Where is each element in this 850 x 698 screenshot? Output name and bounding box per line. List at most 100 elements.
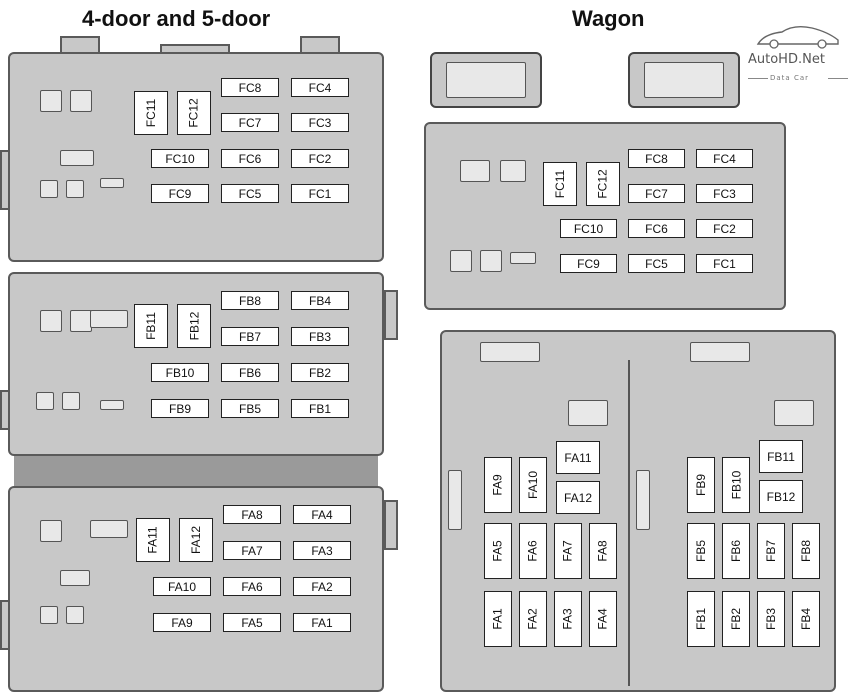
- fuse-fb5: FB5: [221, 399, 279, 418]
- fuse-wagon-fb12: FB12: [759, 480, 803, 513]
- fuse-fb10: FB10: [151, 363, 209, 382]
- fuse-wagon-fa12: FA12: [556, 481, 600, 514]
- fuse-fc3: FC3: [291, 113, 349, 132]
- connector-slot: [644, 62, 724, 98]
- fuse-wagon-fb9: FB9: [687, 457, 715, 513]
- connector-slot: [450, 250, 472, 272]
- connector-slot: [690, 342, 750, 362]
- connector-slot: [40, 90, 62, 112]
- fuse-wagon-fa2: FA2: [519, 591, 547, 647]
- connector-slot: [460, 160, 490, 182]
- panel-divider: [628, 360, 630, 686]
- fuse-wagon-fb2: FB2: [722, 591, 750, 647]
- title-4door-5door: 4-door and 5-door: [82, 6, 271, 31]
- connector-slot: [90, 520, 128, 538]
- fuse-wagon-fc8: FC8: [628, 149, 685, 168]
- fuse-fa8: FA8: [223, 505, 281, 524]
- watermark-brand: AutoHD.Net: [748, 52, 825, 67]
- fuse-fa1: FA1: [293, 613, 351, 632]
- fuse-wagon-fa8: FA8: [589, 523, 617, 579]
- fuse-wagon-fc1: FC1: [696, 254, 753, 273]
- connector-slot: [100, 400, 124, 410]
- fuse-fc2: FC2: [291, 149, 349, 168]
- fuse-wagon-fb7: FB7: [757, 523, 785, 579]
- connector-slot: [40, 180, 58, 198]
- connector-slot: [66, 606, 84, 624]
- panel-gap: [14, 456, 378, 486]
- fuse-wagon-fc10: FC10: [560, 219, 617, 238]
- fuse-wagon-fa6: FA6: [519, 523, 547, 579]
- connector-slot: [60, 570, 90, 586]
- fuse-fc9: FC9: [151, 184, 209, 203]
- connector-slot: [100, 178, 124, 188]
- relay-slot: [568, 400, 608, 426]
- fuse-fb8: FB8: [221, 291, 279, 310]
- fuse-fc7: FC7: [221, 113, 279, 132]
- connector-slot: [636, 470, 650, 530]
- car-logo-icon: [756, 25, 839, 49]
- connector-slot: [90, 310, 128, 328]
- fuse-wagon-fa11: FA11: [556, 441, 600, 474]
- fuse-fb3: FB3: [291, 327, 349, 346]
- fuse-wagon-fa7: FA7: [554, 523, 582, 579]
- connector-slot: [60, 150, 94, 166]
- fuse-fb2: FB2: [291, 363, 349, 382]
- fuse-wagon-fa3: FA3: [554, 591, 582, 647]
- connector-slot: [66, 180, 84, 198]
- fuse-wagon-fc9: FC9: [560, 254, 617, 273]
- fuse-wagon-fc5: FC5: [628, 254, 685, 273]
- fuse-fc11: FC11: [134, 91, 168, 135]
- watermark-logo: AutoHD.Net Data Car: [748, 22, 848, 92]
- fuse-wagon-fb1: FB1: [687, 591, 715, 647]
- fuse-wagon-fb4: FB4: [792, 591, 820, 647]
- fuse-wagon-fb8: FB8: [792, 523, 820, 579]
- fuse-wagon-fc12: FC12: [586, 162, 620, 206]
- connector-slot: [62, 392, 80, 410]
- fuse-wagon-fc3: FC3: [696, 184, 753, 203]
- fuse-fa4: FA4: [293, 505, 351, 524]
- connector-slot: [510, 252, 536, 264]
- connector-slot: [70, 90, 92, 112]
- fuse-fa3: FA3: [293, 541, 351, 560]
- relay-slot: [774, 400, 814, 426]
- side-tab: [384, 290, 398, 340]
- fuse-fc12: FC12: [177, 91, 211, 135]
- side-tab: [384, 500, 398, 550]
- fuse-fa10: FA10: [153, 577, 211, 596]
- fuse-fb11: FB11: [134, 304, 168, 348]
- fuse-wagon-fb10: FB10: [722, 457, 750, 513]
- connector-slot: [500, 160, 526, 182]
- fuse-wagon-fa5: FA5: [484, 523, 512, 579]
- fuse-fb12: FB12: [177, 304, 211, 348]
- connector-slot: [40, 606, 58, 624]
- fuse-fb4: FB4: [291, 291, 349, 310]
- connector-slot: [480, 250, 502, 272]
- connector-slot: [70, 310, 92, 332]
- fuse-fa2: FA2: [293, 577, 351, 596]
- fuse-fa5: FA5: [223, 613, 281, 632]
- fuse-fa7: FA7: [223, 541, 281, 560]
- fuse-fb9: FB9: [151, 399, 209, 418]
- title-wagon: Wagon: [572, 6, 645, 31]
- watermark-divider-left: [748, 78, 768, 79]
- connector-slot: [480, 342, 540, 362]
- fuse-wagon-fc2: FC2: [696, 219, 753, 238]
- watermark-tagline: Data Car: [770, 74, 809, 82]
- fuse-wagon-fb6: FB6: [722, 523, 750, 579]
- fuse-wagon-fc6: FC6: [628, 219, 685, 238]
- fuse-fc5: FC5: [221, 184, 279, 203]
- fuse-fa12: FA12: [179, 518, 213, 562]
- fuse-fc6: FC6: [221, 149, 279, 168]
- fuse-wagon-fb11: FB11: [759, 440, 803, 473]
- fuse-wagon-fa9: FA9: [484, 457, 512, 513]
- fuse-wagon-fa1: FA1: [484, 591, 512, 647]
- fuse-wagon-fb5: FB5: [687, 523, 715, 579]
- fuse-fb6: FB6: [221, 363, 279, 382]
- watermark-divider-right: [828, 78, 848, 79]
- fuse-wagon-fc4: FC4: [696, 149, 753, 168]
- fuse-fc10: FC10: [151, 149, 209, 168]
- fuse-fb1: FB1: [291, 399, 349, 418]
- fuse-fa6: FA6: [223, 577, 281, 596]
- connector-slot: [448, 470, 462, 530]
- connector-slot: [36, 392, 54, 410]
